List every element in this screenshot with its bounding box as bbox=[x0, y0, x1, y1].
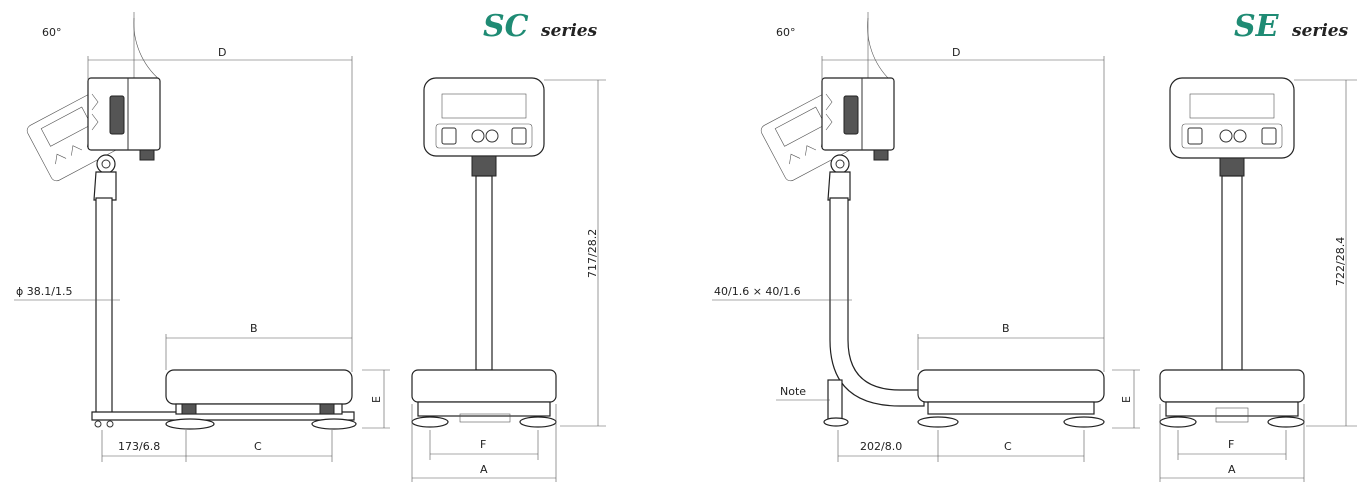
se-dim-a-label: A bbox=[1228, 463, 1236, 476]
sc-front-platform bbox=[411, 369, 557, 403]
se-front-key-center-a bbox=[1219, 129, 1233, 143]
sc-front-display bbox=[441, 93, 527, 119]
sc-front-key-center-b bbox=[485, 129, 499, 143]
se-dim-offset-label: 202/8.0 bbox=[860, 440, 902, 453]
se-foot-right bbox=[1063, 416, 1105, 428]
sc-front-pillar bbox=[475, 175, 493, 371]
se-dim-c-label: C bbox=[1004, 440, 1012, 453]
sc-front-view: 717/28.2 F A bbox=[411, 77, 606, 482]
sc-series-title: SC bbox=[483, 9, 529, 44]
sc-side-view: 60° bbox=[14, 12, 390, 462]
sc-dim-d-label: D bbox=[218, 46, 226, 59]
se-bent-pillar bbox=[829, 197, 925, 407]
sc-tilt-arc bbox=[133, 17, 161, 81]
se-pillar-dim-label: 40/1.6 × 40/1.6 bbox=[714, 285, 801, 298]
se-tilt-joint bbox=[830, 154, 850, 174]
se-series-group: SE series 60° bbox=[712, 9, 1357, 482]
se-foot-left bbox=[917, 416, 959, 428]
se-dim-d-label: D bbox=[952, 46, 960, 59]
se-pillar-foot bbox=[827, 379, 843, 421]
se-front-platform bbox=[1159, 369, 1305, 403]
se-dim-f-label: F bbox=[1228, 438, 1234, 451]
se-platform bbox=[917, 369, 1105, 403]
sc-tilt-angle-label: 60° bbox=[42, 26, 62, 39]
se-front-display bbox=[1189, 93, 1275, 119]
sc-series-group: SC series 60° bbox=[14, 9, 606, 482]
se-front-key-center-b bbox=[1233, 129, 1247, 143]
sc-dim-height-label: 717/28.2 bbox=[586, 229, 599, 278]
sc-series-subtitle: series bbox=[540, 21, 598, 41]
se-front-key-right bbox=[1261, 127, 1277, 145]
se-series-title: SE bbox=[1234, 9, 1280, 44]
sc-dim-e-label: E bbox=[370, 396, 383, 403]
se-tilt-angle-label: 60° bbox=[776, 26, 796, 39]
se-tilt-arc bbox=[867, 17, 891, 81]
se-series-subtitle: series bbox=[1291, 21, 1349, 41]
se-front-view: 722/28.4 F A bbox=[1159, 77, 1357, 482]
sc-pillar-dim-label: ϕ 38.1/1.5 bbox=[16, 285, 72, 298]
sc-dim-f-label: F bbox=[480, 438, 486, 451]
se-note-label: Note bbox=[780, 385, 806, 398]
se-dim-e-label: E bbox=[1120, 396, 1133, 403]
sc-pillar bbox=[95, 197, 113, 417]
sc-dim-c-label: C bbox=[254, 440, 262, 453]
se-side-view: 60° D bbox=[712, 12, 1140, 462]
se-dim-height-label: 722/28.4 bbox=[1334, 237, 1347, 286]
sc-front-key-center-a bbox=[471, 129, 485, 143]
se-front-key-left bbox=[1187, 127, 1203, 145]
sc-tilt-joint bbox=[96, 154, 116, 174]
sc-dim-offset-label: 173/6.8 bbox=[118, 440, 160, 453]
sc-platform bbox=[165, 369, 353, 405]
se-dim-b-label: B bbox=[1002, 322, 1010, 335]
se-indicator-knob bbox=[843, 95, 859, 135]
sc-front-key-left bbox=[441, 127, 457, 145]
se-front-pillar bbox=[1221, 175, 1243, 371]
sc-foot-left bbox=[165, 418, 215, 430]
sc-foot-right bbox=[311, 418, 357, 430]
sc-dim-a-label: A bbox=[480, 463, 488, 476]
sc-indicator-knob bbox=[109, 95, 125, 135]
sc-front-key-right bbox=[511, 127, 527, 145]
sc-dim-b-label: B bbox=[250, 322, 258, 335]
